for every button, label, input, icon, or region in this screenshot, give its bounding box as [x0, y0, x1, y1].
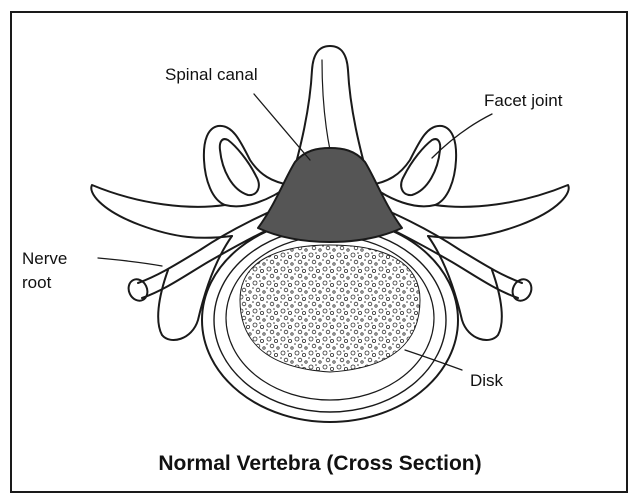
nucleus-pulposus: [240, 245, 420, 372]
facet-joint-leader: [432, 114, 492, 158]
spinal-canal-leader: [254, 94, 310, 160]
label-nerve-root-line2: root: [22, 272, 51, 293]
spinal-canal: [258, 148, 402, 242]
label-nerve-root-line1: Nerve: [22, 248, 67, 269]
right-facet: [401, 139, 440, 195]
spinous-process-inner: [322, 60, 330, 150]
right-transverse-process: [428, 185, 569, 238]
diagram-caption: Normal Vertebra (Cross Section): [0, 452, 640, 476]
label-disk: Disk: [470, 370, 503, 391]
label-spinal-canal: Spinal canal: [165, 64, 258, 85]
left-facet: [220, 139, 259, 195]
nerve-root-leader: [98, 258, 162, 266]
left-transverse-process: [91, 185, 232, 238]
label-facet-joint: Facet joint: [484, 90, 562, 111]
